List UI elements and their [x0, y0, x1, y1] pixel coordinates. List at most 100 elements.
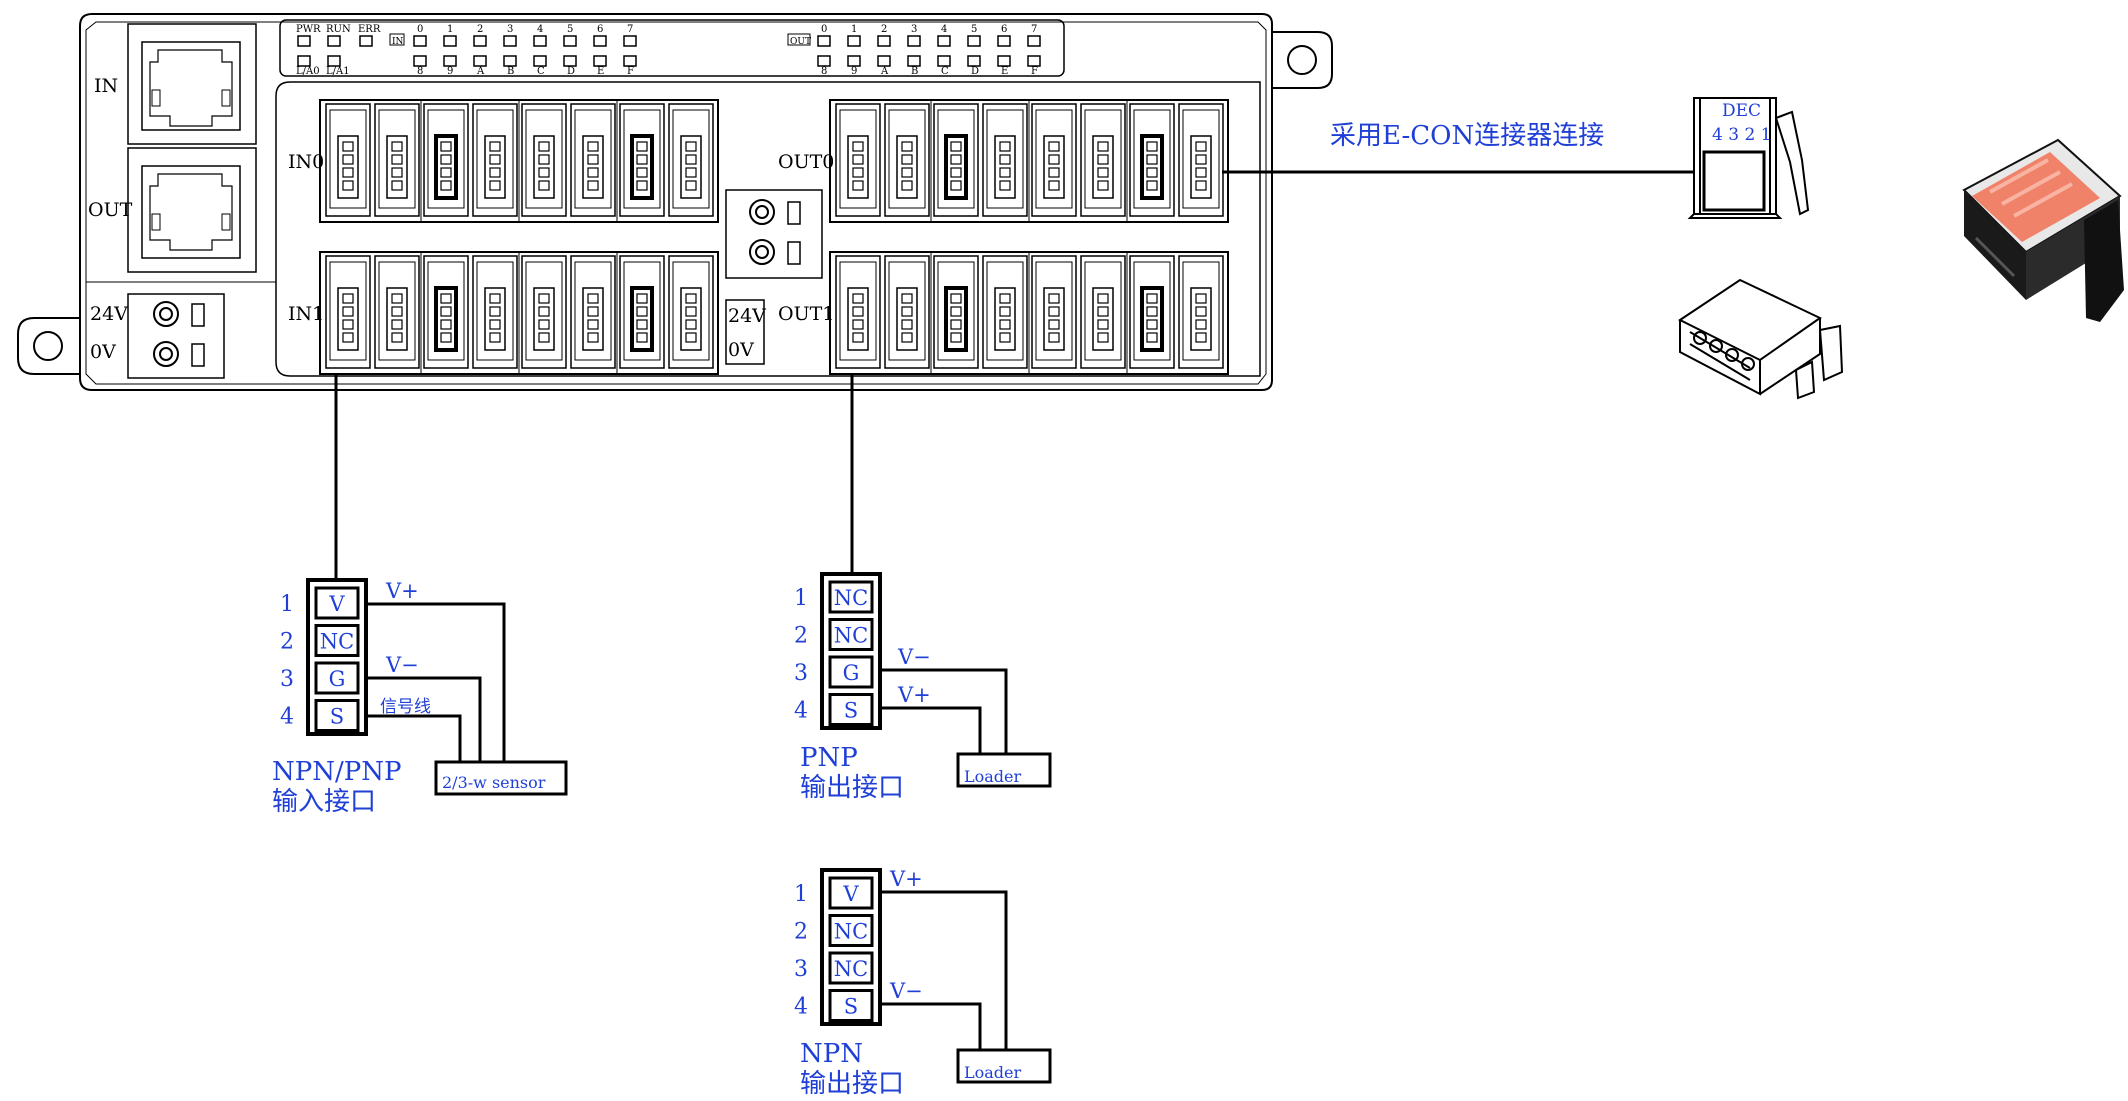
in-led-number: 9	[447, 66, 453, 77]
pin-box	[828, 989, 874, 1022]
pin-number: 3	[280, 667, 294, 692]
io-slot[interactable]	[835, 103, 881, 217]
power-24v-label: 24V	[90, 303, 128, 325]
pin-box	[314, 661, 360, 695]
input-vplus-label: V+	[385, 579, 419, 603]
pin-number: 3	[794, 661, 808, 686]
io-slot[interactable]	[1031, 255, 1077, 369]
in-led	[503, 35, 517, 47]
out-led	[937, 35, 951, 47]
io-slot[interactable]	[1129, 103, 1175, 217]
out-led	[847, 55, 861, 67]
pin-number: 2	[794, 624, 808, 649]
led-label-err: ERR	[358, 24, 381, 35]
pin-label: NC	[320, 630, 354, 654]
connector-bank-out1	[829, 251, 1229, 375]
out-led-number: 4	[941, 24, 947, 35]
in-led-number: 1	[447, 24, 453, 35]
io-slot[interactable]	[982, 255, 1028, 369]
pin-number: 2	[280, 630, 294, 655]
pin-label: NC	[834, 624, 868, 648]
pin-label: S	[330, 705, 344, 729]
io-slot[interactable]	[835, 255, 881, 369]
in-led-number: B	[507, 66, 514, 77]
out0-label: OUT0	[778, 151, 834, 173]
connector-bank-out0	[829, 99, 1229, 223]
pin-connector-frame	[820, 868, 882, 1026]
in-led-number: 6	[597, 24, 603, 35]
io-slot[interactable]	[619, 103, 665, 217]
led-label-la1: L/A1	[326, 66, 350, 77]
out-led-number: A	[880, 66, 889, 77]
in-led	[413, 35, 427, 47]
econ-pin-numbers: 4 3 2 1	[1712, 125, 1771, 145]
io-slot[interactable]	[933, 255, 979, 369]
out-led	[967, 35, 981, 47]
npn-vminus-label: V−	[889, 979, 923, 1003]
in-led-number: C	[537, 66, 545, 77]
eth-out-label: OUT	[88, 199, 133, 221]
io-slot[interactable]	[570, 255, 616, 369]
pin-box	[828, 951, 874, 985]
in-led	[503, 55, 517, 67]
pin-label: NC	[834, 920, 868, 944]
in-led-number: 7	[627, 24, 633, 35]
led-label-pwr: PWR	[296, 24, 321, 35]
io-slot[interactable]	[884, 103, 930, 217]
io-slot[interactable]	[1080, 103, 1126, 217]
io-slot[interactable]	[668, 255, 714, 369]
io-slot[interactable]	[521, 255, 567, 369]
in-led	[563, 55, 577, 67]
econ-connector-drawing	[1687, 97, 1810, 219]
eth-in-label: IN	[94, 75, 118, 97]
pnp-vplus-label: V+	[897, 683, 931, 707]
in-led	[593, 35, 607, 47]
io-slot[interactable]	[521, 103, 567, 217]
connector-bank-in0	[319, 99, 719, 223]
io-slot[interactable]	[933, 103, 979, 217]
io-slot[interactable]	[884, 255, 930, 369]
io-slot[interactable]	[668, 103, 714, 217]
pin-label: G	[329, 667, 346, 691]
pin-number: 2	[794, 920, 808, 945]
io-slot[interactable]	[1080, 255, 1126, 369]
io-slot[interactable]	[982, 103, 1028, 217]
out-led-number: C	[941, 66, 949, 77]
out-led	[997, 55, 1011, 67]
pin-box	[314, 586, 360, 620]
io-slot[interactable]	[325, 103, 371, 217]
io-slot[interactable]	[423, 255, 469, 369]
in-led	[443, 35, 457, 47]
connector-banks	[319, 99, 1229, 375]
io-slot[interactable]	[570, 103, 616, 217]
out-led	[1027, 35, 1041, 47]
io-slot[interactable]	[472, 103, 518, 217]
out-led	[907, 55, 921, 67]
npn-load-label: Loader	[964, 1063, 1022, 1082]
io-slot[interactable]	[374, 103, 420, 217]
pin-box	[828, 618, 874, 651]
io-slot[interactable]	[374, 255, 420, 369]
in-led	[473, 35, 487, 47]
in1-label: IN1	[288, 303, 324, 325]
io-slot[interactable]	[619, 255, 665, 369]
pin-box	[828, 693, 874, 726]
out-led	[817, 55, 831, 67]
out-led-number: 8	[821, 66, 827, 77]
io-slot[interactable]	[472, 255, 518, 369]
pin-box	[828, 580, 874, 614]
io-slot[interactable]	[1031, 103, 1077, 217]
input-wiring	[364, 602, 568, 796]
econ-connector-outline-illustration	[1678, 278, 1844, 400]
io-slot[interactable]	[1129, 255, 1175, 369]
out-led	[877, 55, 891, 67]
io-slot[interactable]	[1178, 103, 1224, 217]
econ-connector-orange-illustration	[1962, 138, 2124, 322]
pnp-load-label: Loader	[964, 767, 1022, 786]
center-0v-label: 0V	[728, 339, 754, 361]
io-slot[interactable]	[423, 103, 469, 217]
io-slot[interactable]	[325, 255, 371, 369]
io-slot[interactable]	[1178, 255, 1224, 369]
